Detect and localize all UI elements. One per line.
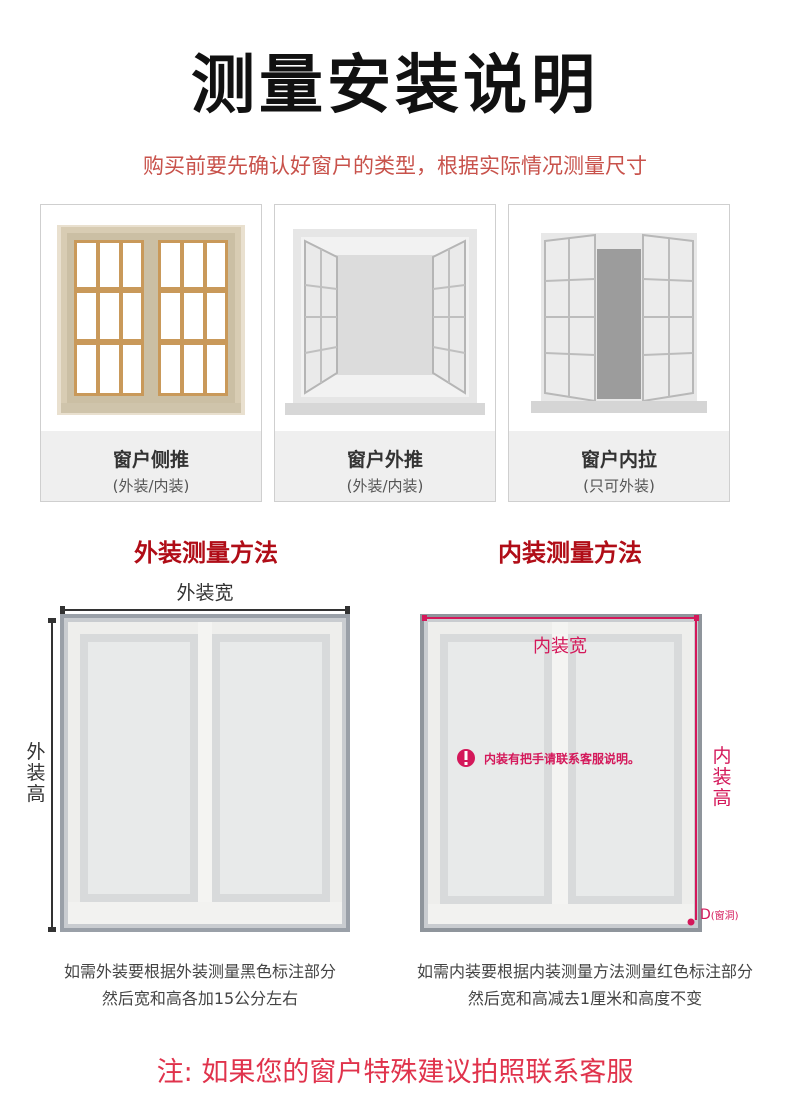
outer-height-label-3: 高 bbox=[26, 783, 46, 805]
corner-d-note: (窗洞) bbox=[710, 911, 739, 922]
window-type-note: (只可外装) bbox=[583, 477, 655, 495]
inner-width-label: 内装宽 bbox=[533, 636, 587, 657]
inner-window-diagram bbox=[420, 614, 702, 932]
outer-height-label-2: 装 bbox=[26, 762, 46, 784]
outer-height-label-1: 外 bbox=[26, 741, 46, 763]
inner-height-label-3: 高 bbox=[712, 787, 732, 809]
outer-measure-title: 外装测量方法 bbox=[134, 539, 278, 567]
inner-height-label-1: 内 bbox=[712, 745, 732, 767]
inner-handle-warning: 内装有把手请联系客服说明。 bbox=[484, 752, 641, 766]
corner-d-label: D bbox=[700, 907, 711, 923]
inner-desc-line2: 然后宽和高减去1厘米和高度不变 bbox=[467, 989, 703, 1008]
outer-width-label: 外装宽 bbox=[176, 582, 234, 604]
outer-desc-line2: 然后宽和高各加15公分左右 bbox=[101, 989, 299, 1008]
outer-window-diagram bbox=[48, 606, 350, 932]
warning-icon bbox=[456, 748, 474, 766]
outward-window-image bbox=[275, 205, 495, 432]
page-title: 测量安装说明 bbox=[191, 49, 599, 123]
window-type-card-outward: 窗户外推 (外装/内装) bbox=[274, 204, 496, 502]
sliding-window-image bbox=[41, 205, 261, 432]
page-subtitle: 购买前要先确认好窗户的类型，根据实际情况测量尺寸 bbox=[143, 154, 647, 178]
outer-desc-line1: 如需外装要根据外装测量黑色标注部分 bbox=[63, 962, 336, 981]
inner-desc-line1: 如需内装要根据内装测量方法测量红色标注部分 bbox=[416, 962, 753, 981]
window-type-note: (外装/内装) bbox=[112, 477, 190, 495]
window-type-name: 窗户外推 bbox=[346, 449, 423, 471]
inner-height-label-2: 装 bbox=[712, 766, 732, 788]
window-type-card-inward: 窗户内拉 (只可外装) bbox=[508, 204, 730, 502]
inner-measure-title: 内装测量方法 bbox=[498, 539, 642, 567]
window-type-name: 窗户内拉 bbox=[580, 449, 657, 471]
footer-note: 注: 如果您的窗户特殊建议拍照联系客服 bbox=[156, 1057, 634, 1088]
inward-window-image bbox=[509, 205, 729, 432]
window-type-note: (外装/内装) bbox=[346, 477, 424, 495]
window-type-name: 窗户侧推 bbox=[112, 449, 189, 471]
window-type-card-sliding: 窗户侧推 (外装/内装) bbox=[40, 204, 262, 502]
